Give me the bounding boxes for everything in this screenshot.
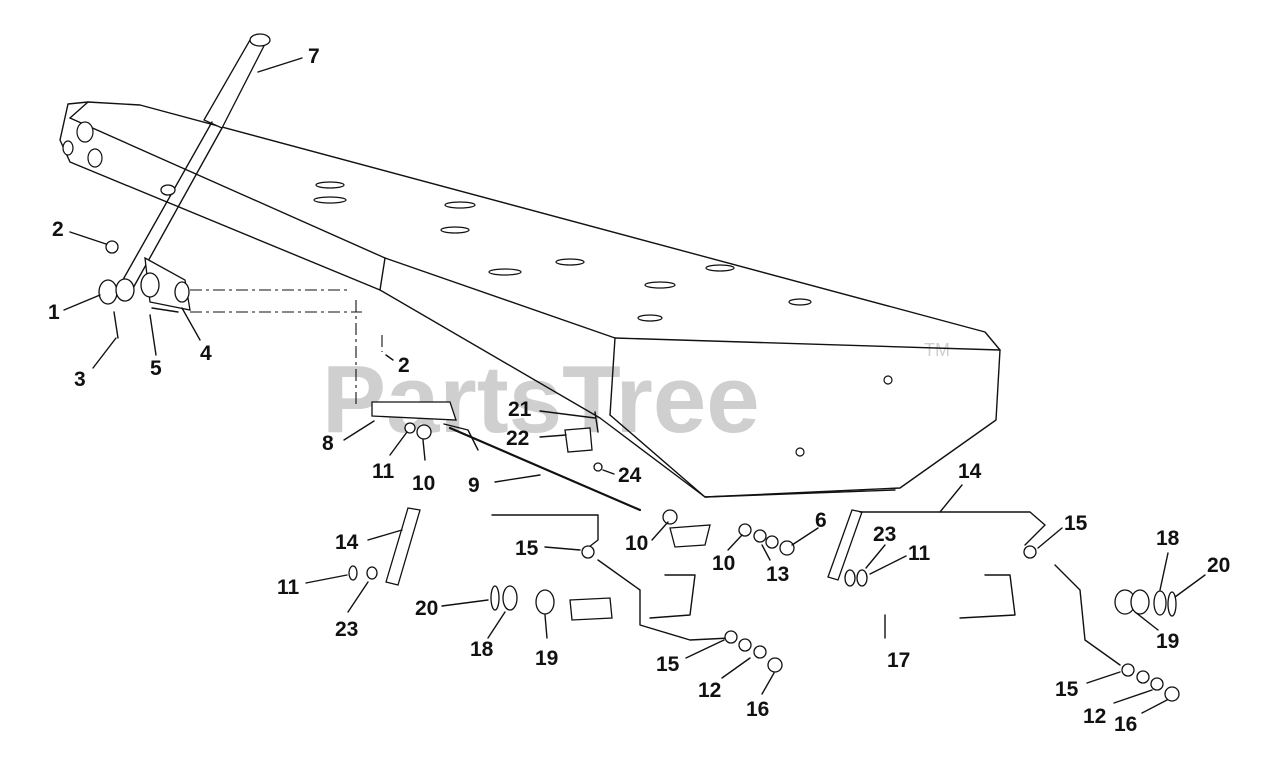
watermark: PartsTree TM (322, 340, 950, 453)
callout-14-right: 14 (958, 460, 982, 483)
lift-handle (119, 33, 271, 291)
callout-12-left: 12 (698, 679, 721, 702)
deck-frame (59, 101, 1001, 498)
callout-9: 9 (468, 474, 480, 497)
callout-5: 5 (150, 357, 162, 380)
callout-8: 8 (322, 432, 334, 455)
callout-10-center: 10 (625, 532, 648, 555)
left-arm (348, 507, 421, 586)
right-bracket (1023, 545, 1180, 702)
center-linkage (662, 509, 795, 556)
leader-lines (63, 57, 1206, 714)
left-bracket (490, 514, 783, 673)
callout-12-right: 12 (1083, 705, 1106, 728)
callout-11: 11 (372, 460, 395, 483)
callout-24: 24 (618, 464, 642, 487)
callout-15-right-top: 15 (1064, 512, 1088, 535)
callout-3: 3 (74, 368, 86, 391)
lift-rod (371, 401, 642, 512)
callout-22: 22 (506, 427, 529, 450)
callout-2: 2 (52, 218, 64, 241)
callouts: 7 2 1 3 5 4 2 21 22 8 11 10 24 9 14 10 1… (48, 45, 1230, 736)
callout-10-right: 10 (712, 552, 735, 575)
callout-15-right-bottom: 15 (1055, 678, 1079, 701)
alignment-lines (190, 289, 383, 405)
callout-18-left: 18 (470, 638, 494, 661)
callout-11-left: 11 (277, 576, 300, 599)
callout-15-left-bottom: 15 (656, 653, 680, 676)
watermark-text: PartsTree (322, 346, 760, 453)
callout-23-left: 23 (335, 618, 358, 641)
callout-1: 1 (48, 301, 60, 324)
callout-7: 7 (308, 45, 320, 68)
callout-10: 10 (412, 472, 435, 495)
callout-13: 13 (766, 563, 789, 586)
callout-4: 4 (200, 342, 212, 365)
callout-21: 21 (508, 398, 532, 421)
callout-17: 17 (887, 649, 910, 672)
callout-6: 6 (815, 509, 827, 532)
watermark-tm: TM (924, 340, 950, 360)
pivot-bracket (98, 240, 191, 339)
callout-18-right: 18 (1156, 527, 1180, 550)
callout-19-left: 19 (535, 647, 558, 670)
callout-14-left: 14 (335, 531, 359, 554)
right-arm (827, 509, 1046, 619)
callout-23-right: 23 (873, 523, 896, 546)
callout-20-left: 20 (415, 597, 438, 620)
callout-16-right: 16 (1114, 713, 1137, 736)
callout-2-lower: 2 (398, 354, 410, 377)
callout-16-left: 16 (746, 698, 769, 721)
callout-19-right: 19 (1156, 630, 1179, 653)
callout-20-right: 20 (1207, 554, 1230, 577)
callout-11-right: 11 (908, 542, 931, 565)
callout-15-left-top: 15 (515, 537, 539, 560)
